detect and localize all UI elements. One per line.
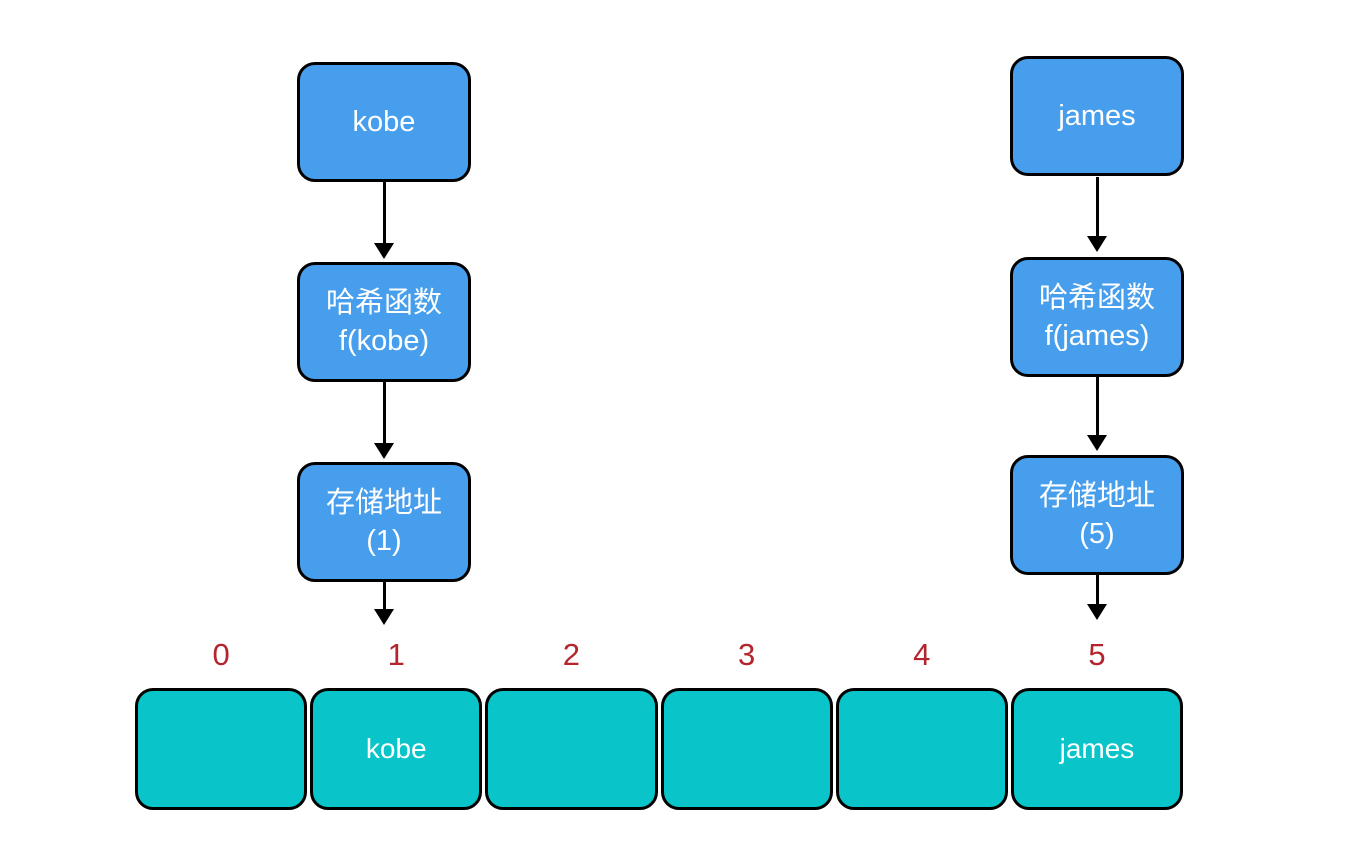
arrow-shaft <box>382 182 386 243</box>
array-index-label-0: 0 <box>212 637 230 672</box>
arrow-address-to-array-kobe <box>374 582 394 625</box>
arrow-hash-to-address-james <box>1087 377 1107 451</box>
arrow-kobe-to-hash <box>374 182 394 259</box>
arrow-head-icon <box>1087 604 1107 620</box>
array-cell-5: james <box>1010 688 1184 810</box>
hash-function-box-kobe: 哈希函数 f(kobe) <box>297 262 471 382</box>
hash-function-box-james: 哈希函数 f(james) <box>1010 257 1184 377</box>
arrow-hash-to-address-kobe <box>374 382 394 459</box>
array-index-label-3: 3 <box>737 637 756 672</box>
arrow-shaft <box>1095 177 1099 236</box>
hash-array: kobe james <box>135 688 1184 810</box>
array-cell-0 <box>135 688 308 810</box>
storage-address-value: (1) <box>366 525 402 557</box>
hash-function-label: 哈希函数 <box>325 286 442 319</box>
storage-address-value: (5) <box>1079 518 1115 550</box>
arrow-head-icon <box>374 243 394 259</box>
arrow-james-to-hash <box>1087 177 1107 252</box>
storage-address-box-kobe: 存储地址 (1) <box>297 462 471 582</box>
array-index-label-4: 4 <box>913 637 931 672</box>
array-index-label-5: 5 <box>1088 637 1106 672</box>
key-box-kobe: kobe <box>297 62 471 182</box>
array-cell-4 <box>835 688 1008 810</box>
key-box-kobe-label: kobe <box>352 105 416 138</box>
storage-address-label: 存储地址 <box>325 486 442 519</box>
arrow-head-icon <box>374 609 394 625</box>
arrow-shaft <box>1095 377 1099 435</box>
arrow-head-icon <box>374 443 394 459</box>
hash-function-expr: f(james) <box>1044 320 1150 352</box>
hash-function-expr: f(kobe) <box>338 325 430 357</box>
arrow-shaft <box>382 382 386 443</box>
arrow-head-icon <box>1087 435 1107 451</box>
key-box-james: james <box>1010 56 1184 176</box>
arrow-head-icon <box>1087 236 1107 252</box>
storage-address-box-james: 存储地址 (5) <box>1010 455 1184 575</box>
arrow-address-to-array-james <box>1087 575 1107 620</box>
arrow-shaft <box>1095 575 1099 604</box>
array-index-label-2: 2 <box>562 637 581 672</box>
storage-address-label: 存储地址 <box>1038 479 1155 512</box>
array-cell-1: kobe <box>310 688 483 810</box>
array-cell-2 <box>485 688 658 810</box>
array-index-label-1: 1 <box>387 637 405 672</box>
arrow-shaft <box>382 582 386 609</box>
key-box-james-label: james <box>1058 99 1136 132</box>
hash-function-label: 哈希函数 <box>1038 281 1155 314</box>
array-cell-3 <box>660 688 833 810</box>
array-index-row: 0 1 2 3 4 5 <box>135 636 1183 674</box>
